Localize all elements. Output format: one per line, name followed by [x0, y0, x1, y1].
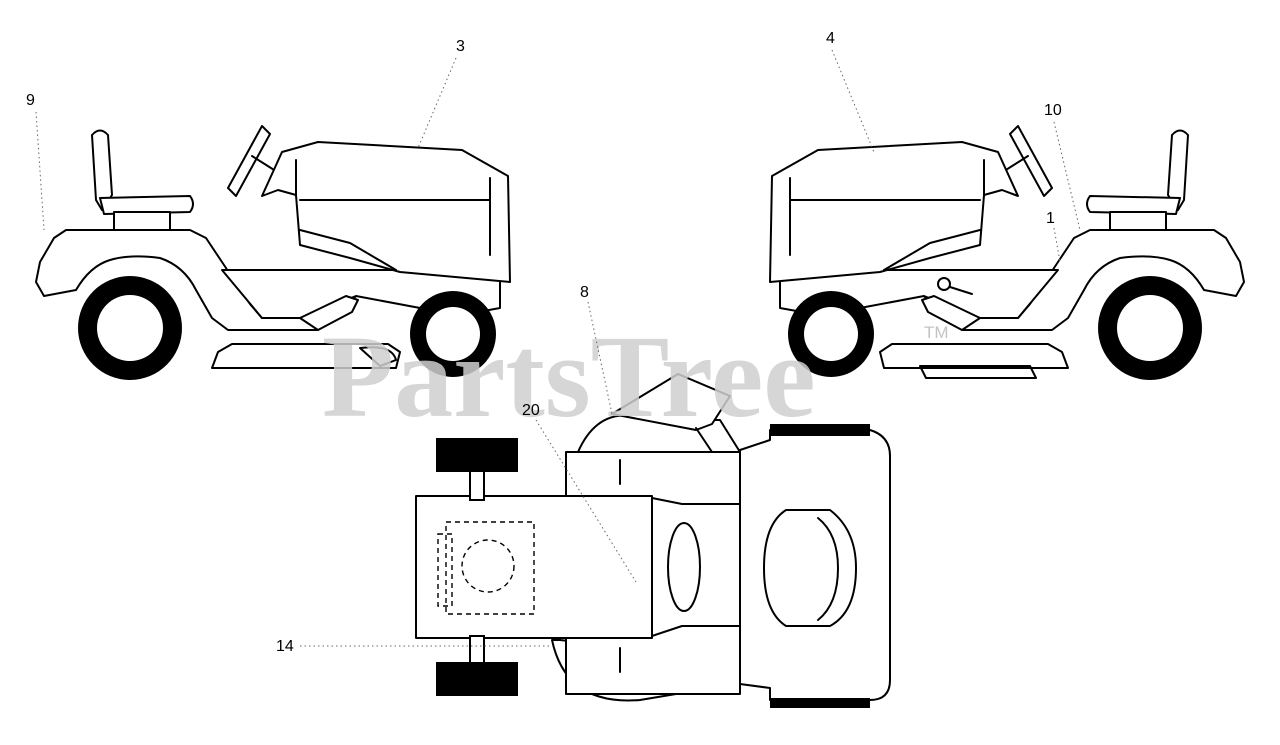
left-mower-deck — [211, 343, 401, 369]
callout-3: 3 — [456, 38, 465, 55]
watermark-text: PartsTree — [322, 311, 816, 442]
mower-left-side-view — [35, 125, 511, 380]
mower-top-view — [415, 373, 891, 708]
mower-right-side-view — [769, 125, 1245, 380]
right-mower-hood — [769, 141, 1019, 283]
callout-1: 1 — [1046, 210, 1055, 227]
callout-14: 14 — [276, 638, 294, 655]
top-view-front-wheel-left — [436, 438, 518, 472]
left-mower-steering-wheel — [227, 125, 271, 197]
right-mower-deck — [879, 343, 1069, 369]
watermark-trademark: TM — [924, 323, 949, 342]
callout-9: 9 — [26, 92, 35, 109]
left-mower-seat — [99, 195, 194, 215]
callout-4: 4 — [826, 30, 835, 47]
right-mower-steering-wheel — [1009, 125, 1053, 197]
top-view-seat — [763, 509, 857, 627]
left-mower-hood — [261, 141, 511, 283]
callouts: 9 3 4 10 1 8 20 14 — [26, 30, 1062, 655]
callout-20: 20 — [522, 402, 540, 419]
leader-lines — [35, 49, 1081, 647]
top-view-chute-decal — [611, 373, 731, 431]
callout-8: 8 — [580, 284, 589, 301]
right-mower-seat — [1086, 195, 1181, 215]
callout-10: 10 — [1044, 102, 1062, 119]
watermark: PartsTree TM — [322, 311, 949, 442]
top-view-front-wheel-right — [436, 662, 518, 696]
top-view-steering — [667, 522, 701, 612]
